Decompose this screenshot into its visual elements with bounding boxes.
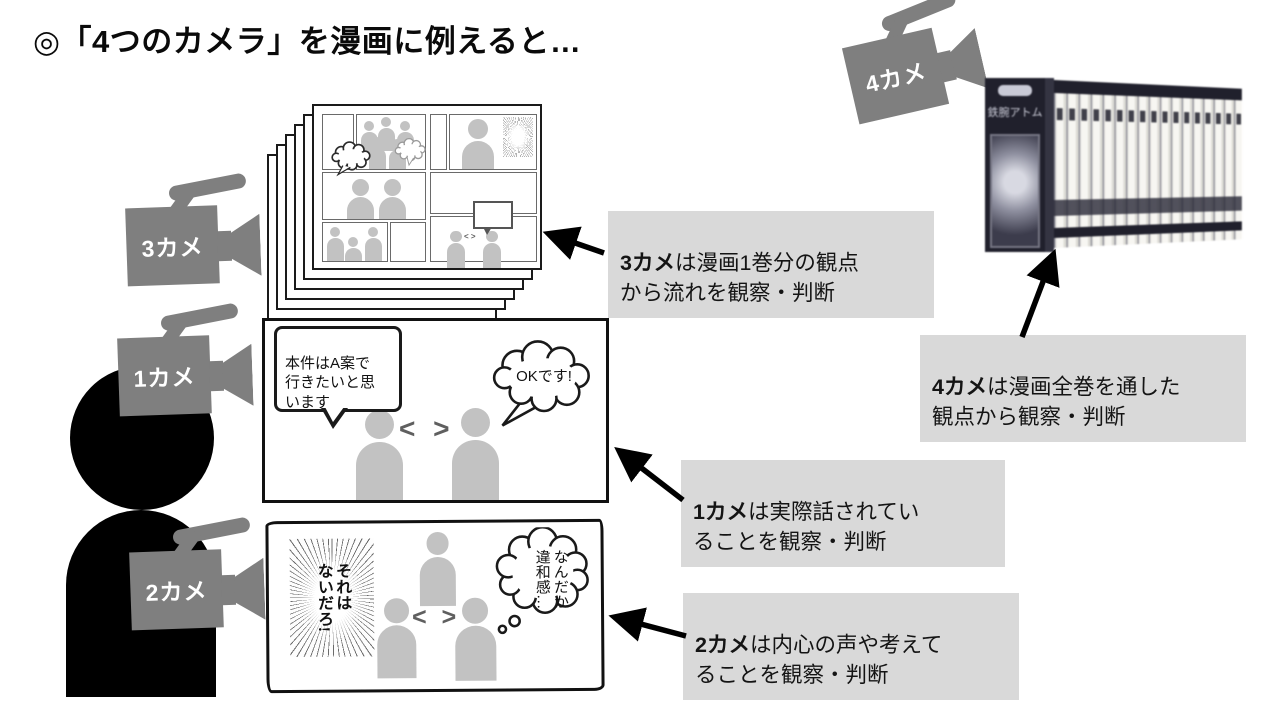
mini-thought-cloud-dark — [331, 141, 371, 177]
boxset-logo — [998, 85, 1032, 96]
arrow-to-page-stack — [542, 226, 605, 260]
note-cam2-text: は内心の声や考えて ることを観察・判断 — [695, 632, 943, 688]
boxset-volume-spines — [1054, 80, 1242, 248]
manga-panel-group — [322, 222, 388, 262]
thought-trail-bubble — [508, 614, 521, 628]
camera-lens — [233, 558, 265, 621]
note-cam4-text: は漫画全巻を通した 観点から観察・判断 — [932, 374, 1181, 430]
manga-panel-closeup — [449, 114, 537, 170]
arrow-to-panel1 — [614, 446, 685, 503]
manga-boxset-photo: 鉄腕アトム — [985, 74, 1277, 254]
person-figure — [379, 179, 406, 219]
note-cam2-bold: 2カメ — [695, 632, 750, 657]
camera-1: 1カメ — [116, 302, 260, 417]
person-figure — [347, 179, 374, 219]
camera-3-label: 3カメ — [141, 233, 204, 262]
person-figure — [455, 598, 496, 682]
camera-2-label: 2カメ — [145, 577, 208, 606]
manga-panel-spoken: 本件はA案で 行きたいと思 います OKです! < > — [262, 318, 609, 503]
person-figure — [483, 231, 501, 269]
person-figure — [377, 598, 417, 679]
camera-3: 3カメ — [124, 172, 268, 287]
speech-bubble-tail-fill — [325, 407, 344, 422]
arrow-to-boxset — [1019, 248, 1060, 338]
camera-4-label: 4カメ — [862, 58, 930, 98]
person-figure — [419, 532, 456, 607]
manga-panel-pair — [322, 172, 426, 220]
note-cam2: 2カメは内心の声や考えて ることを観察・判断 — [683, 593, 1019, 700]
camera-4: 4カメ — [836, 0, 996, 125]
note-cam1-text: は実際話されてい ることを観察・判断 — [693, 499, 920, 555]
person-figure — [365, 227, 382, 261]
camera-lens — [229, 214, 261, 277]
thought-cloud-text: なんだか 違和感… — [533, 549, 569, 610]
thought-trail-bubble — [497, 624, 508, 635]
note-cam4-bold: 4カメ — [932, 374, 987, 399]
note-cam4: 4カメは漫画全巻を通した 観点から観察・判断 — [920, 335, 1246, 442]
thought-cloud — [495, 526, 589, 635]
camera-body: 2カメ — [129, 549, 224, 631]
person-figure — [452, 408, 499, 500]
camera-body: 3カメ — [125, 205, 220, 287]
camera-2: 2カメ — [128, 516, 272, 631]
manga-panel-dialog: < > — [430, 201, 537, 269]
note-cam1-bold: 1カメ — [693, 499, 748, 524]
speech-bubble-left: 本件はA案で 行きたいと思 います — [274, 326, 402, 429]
note-cam3: 3カメは漫画1巻分の観点 から流れを観察・判断 — [608, 211, 934, 318]
person-figure — [462, 119, 494, 169]
camera-mount — [216, 230, 233, 262]
burst-panel: それは ないだろ! — [289, 538, 375, 658]
burst-effect — [503, 117, 533, 157]
speech-cloud-right — [492, 340, 590, 427]
burst-text: それは ないだろ! — [314, 562, 351, 633]
person-figure — [345, 237, 362, 261]
camera-mount — [208, 360, 225, 392]
camera-body: 4カメ — [841, 27, 950, 125]
manga-page-front: < > — [312, 104, 542, 270]
mini-bubble-tail — [483, 227, 492, 235]
person-figure — [356, 410, 403, 500]
note-cam1: 1カメは実際話されてい ることを観察・判断 — [681, 460, 1005, 567]
camera-lens — [946, 28, 989, 95]
mini-thought-cloud-light — [394, 137, 426, 167]
camera-body: 1カメ — [117, 335, 212, 417]
manga-panel — [430, 114, 447, 170]
speech-cloud-right-text: OKです! — [516, 368, 572, 385]
arrow-to-panel2 — [608, 607, 687, 642]
boxset-title: 鉄腕アトム — [987, 107, 1043, 119]
manga-panel — [390, 222, 426, 262]
person-figure — [447, 231, 465, 269]
boxset-case-front: 鉄腕アトム — [985, 78, 1045, 252]
conversation-chevrons: < > — [399, 413, 455, 444]
manga-panel-inner-voice: それは ないだろ! < > なんだか 違和感… — [265, 518, 605, 694]
page-title: ◎「4つのカメラ」を漫画に例えると… — [33, 24, 582, 59]
boxset-cover-art — [990, 134, 1040, 248]
note-cam3-bold: 3カメ — [620, 250, 675, 275]
person-figure — [327, 227, 344, 261]
camera-lens — [221, 344, 253, 407]
mini-speech-bubble — [473, 201, 513, 235]
speech-bubble-left-text: 本件はA案で 行きたいと思 います — [285, 354, 376, 411]
camera-1-label: 1カメ — [133, 363, 196, 392]
person-figure — [369, 137, 386, 169]
boxset-case-side — [1045, 78, 1054, 252]
camera-mount — [220, 574, 237, 606]
stack-chevrons: < > — [464, 232, 476, 241]
note-cam3-text: は漫画1巻分の観点 から流れを観察・判断 — [620, 250, 859, 306]
conversation-chevrons: < > — [411, 602, 461, 632]
